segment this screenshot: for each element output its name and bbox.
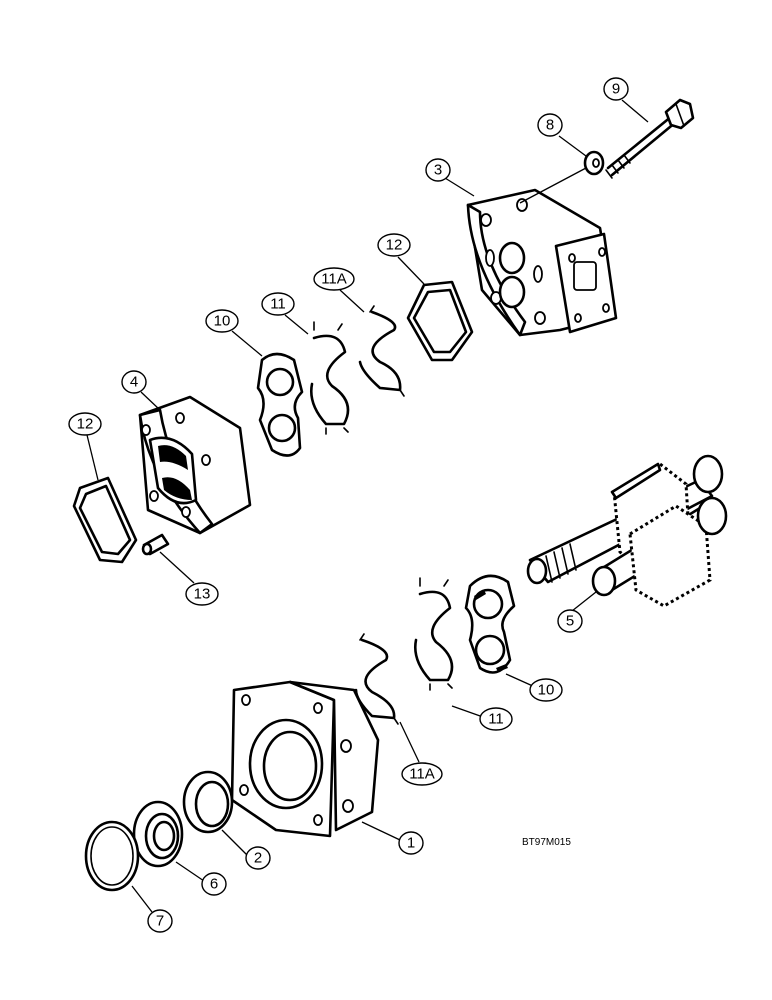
callout-label: 10 bbox=[538, 682, 555, 699]
callout-label: 6 bbox=[210, 876, 218, 893]
callout-11a-upper: 11A bbox=[313, 267, 355, 291]
callout-6: 6 bbox=[201, 872, 227, 896]
callout-label: 4 bbox=[130, 374, 138, 391]
wear-seal-upper-part[interactable] bbox=[310, 321, 350, 435]
callout-13: 13 bbox=[185, 582, 219, 606]
callout-12-upper: 12 bbox=[377, 233, 411, 257]
wear-seal-lower-part[interactable] bbox=[414, 577, 454, 691]
callout-label: 11A bbox=[409, 766, 435, 783]
callout-5: 5 bbox=[557, 609, 583, 633]
callout-11-upper: 11 bbox=[261, 292, 295, 316]
callout-8: 8 bbox=[537, 113, 563, 137]
callout-label: 11A bbox=[321, 271, 347, 288]
callout-3: 3 bbox=[425, 158, 451, 182]
callout-label: 9 bbox=[612, 81, 620, 98]
washer-part[interactable] bbox=[583, 150, 605, 176]
gear-shaft-part[interactable] bbox=[526, 454, 728, 608]
callout-7: 7 bbox=[147, 909, 173, 933]
callout-11a-lower: 11A bbox=[401, 762, 443, 786]
callout-label: 1 bbox=[407, 835, 415, 852]
callout-label: 13 bbox=[194, 586, 211, 603]
seal-ring-lower-part[interactable] bbox=[72, 476, 138, 564]
callout-label: 3 bbox=[434, 162, 442, 179]
bearing-part[interactable] bbox=[132, 800, 184, 868]
callout-label: 5 bbox=[566, 613, 574, 630]
callout-4: 4 bbox=[121, 370, 147, 394]
callout-label: 12 bbox=[77, 416, 94, 433]
end-cover-part[interactable] bbox=[466, 188, 618, 337]
callout-label: 12 bbox=[386, 237, 403, 254]
callout-10-lower: 10 bbox=[529, 678, 563, 702]
reference-code: BT97M015 bbox=[522, 837, 571, 848]
thrust-plate-lower-part[interactable] bbox=[464, 574, 516, 674]
callout-label: 11 bbox=[270, 296, 286, 313]
gear-housing-part[interactable] bbox=[138, 395, 252, 535]
snap-ring-part[interactable] bbox=[84, 820, 140, 892]
callout-label: 8 bbox=[546, 117, 554, 134]
callout-1: 1 bbox=[398, 831, 424, 855]
callout-label: 7 bbox=[156, 913, 164, 930]
seal-ring-upper-part[interactable] bbox=[406, 280, 474, 362]
mounting-flange-part[interactable] bbox=[230, 680, 380, 838]
callout-10-upper: 10 bbox=[205, 309, 239, 333]
callout-label: 2 bbox=[254, 850, 262, 867]
dowel-pin-part[interactable] bbox=[141, 533, 170, 556]
bolt-part[interactable] bbox=[605, 98, 695, 179]
backup-seal-lower-part[interactable] bbox=[354, 633, 399, 725]
thrust-plate-upper-part[interactable] bbox=[256, 352, 304, 457]
callout-9: 9 bbox=[603, 77, 629, 101]
backup-seal-upper-part[interactable] bbox=[358, 305, 405, 397]
callout-label: 11 bbox=[488, 711, 504, 728]
leader-lines bbox=[86, 99, 649, 913]
callout-label: 10 bbox=[214, 313, 231, 330]
callout-11-lower: 11 bbox=[479, 707, 513, 731]
callout-12-lower: 12 bbox=[68, 412, 102, 436]
callout-2: 2 bbox=[245, 846, 271, 870]
shaft-seal-part[interactable] bbox=[182, 770, 234, 834]
